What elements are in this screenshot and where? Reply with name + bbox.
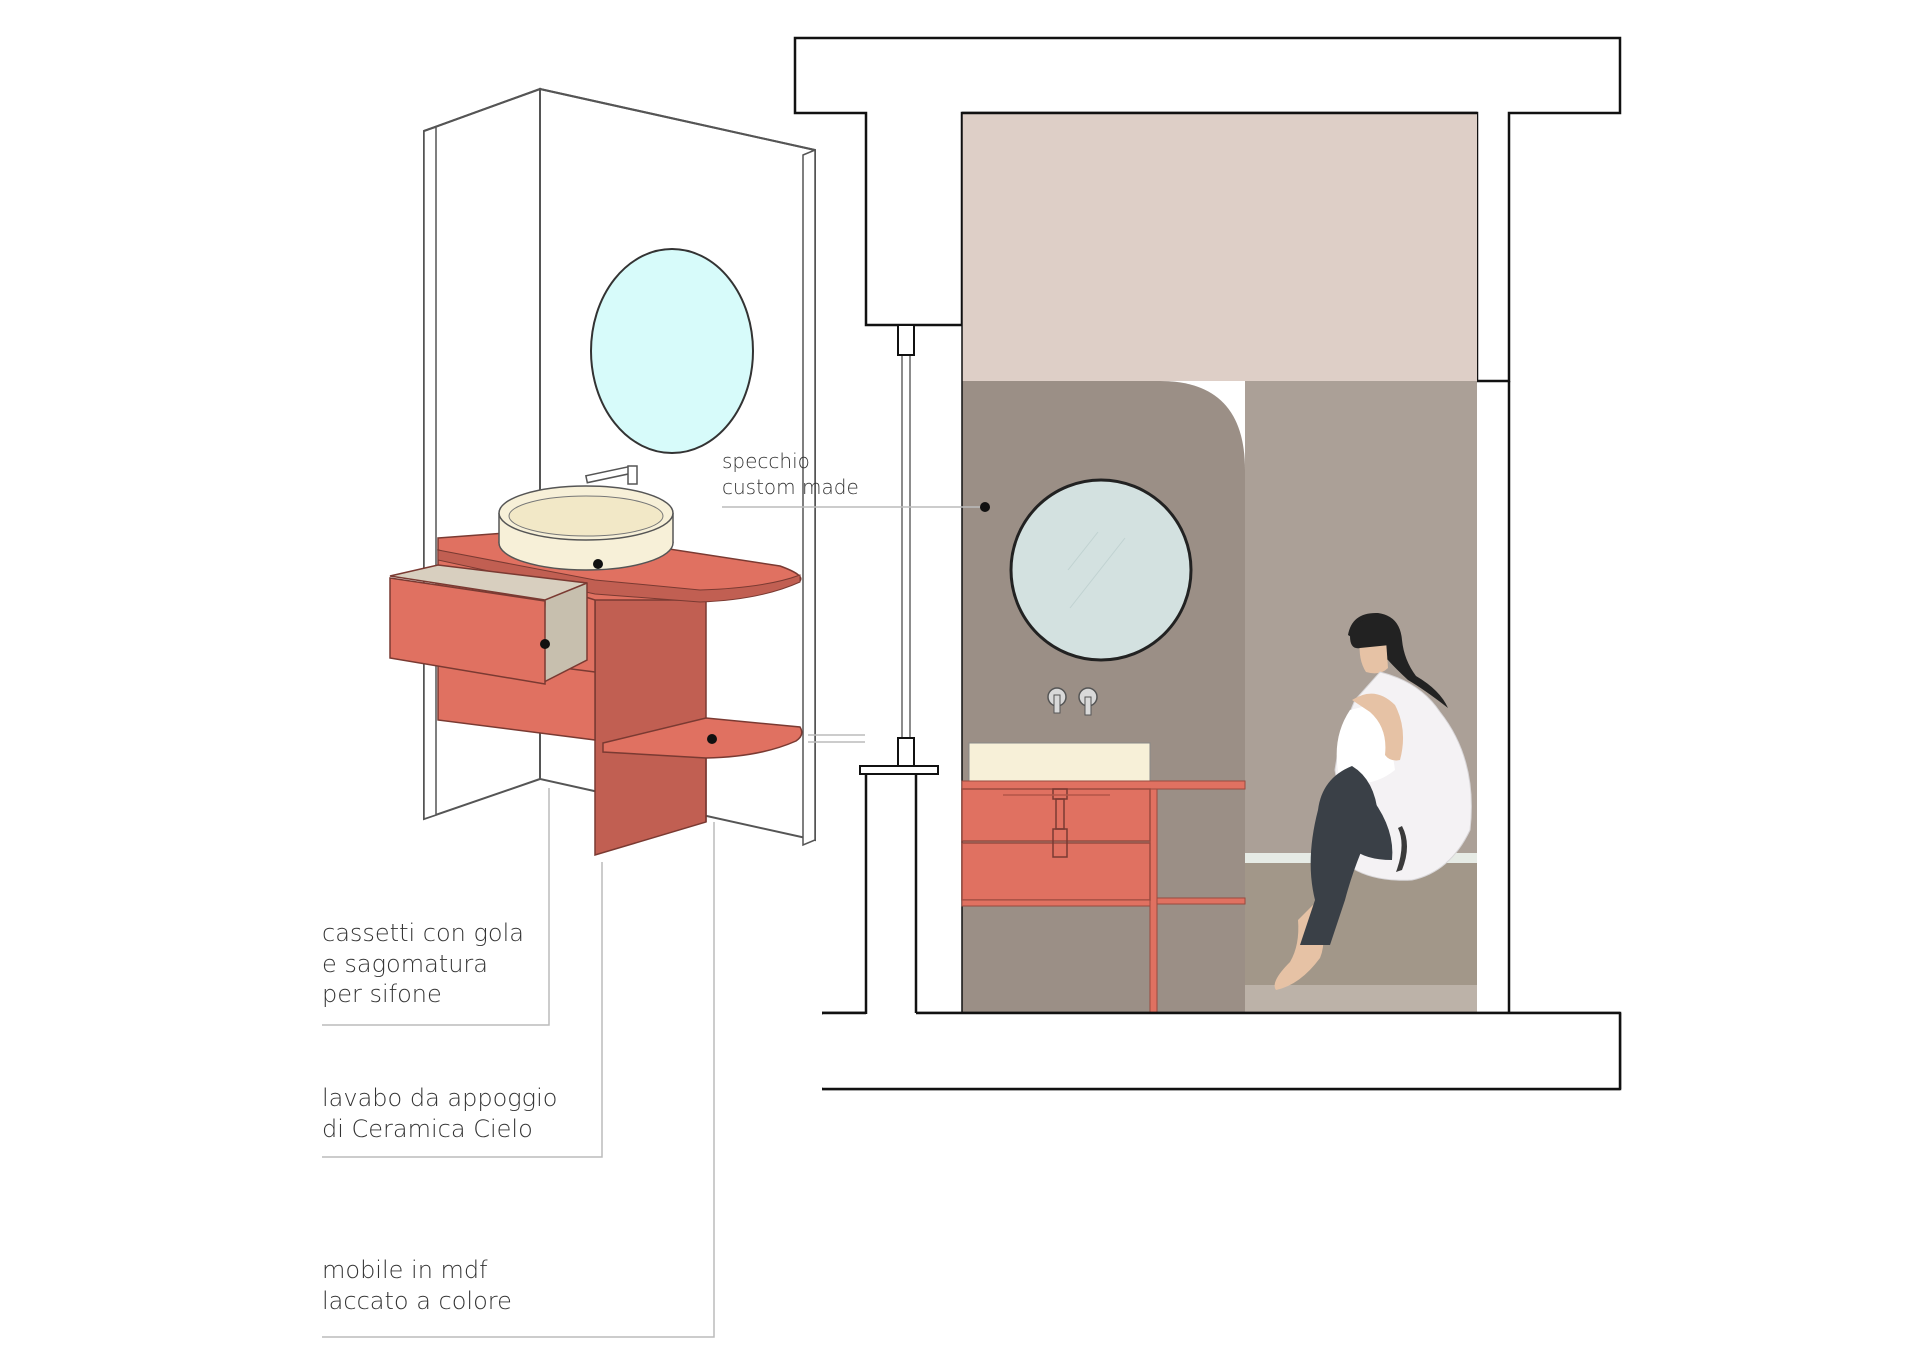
- drawer-dot: [540, 639, 550, 649]
- axon-top-edge-2: [539, 88, 816, 151]
- leader-basin: [322, 862, 603, 1158]
- jamb-block-top: [897, 324, 915, 356]
- axon-round-mirror: [590, 248, 754, 454]
- label-cabinet: mobile in mdf laccato a colore: [322, 1255, 512, 1316]
- wall-upper: [962, 113, 1477, 381]
- label-basin-line-1: lavabo da appoggio: [322, 1084, 558, 1112]
- label-drawers: cassetti con gola e sagomatura per sifon…: [322, 918, 524, 1010]
- wall-mixer-icon: [1047, 687, 1098, 716]
- floor-strip: [1245, 985, 1477, 1013]
- section-left-wall: [822, 774, 868, 1015]
- leader-drawers: [322, 788, 550, 1026]
- vanity-top-edge: [437, 549, 801, 603]
- section-leg: [1149, 788, 1158, 1014]
- label-drawers-line-2: e sagomatura: [322, 949, 488, 978]
- slab-fill: [823, 1014, 1619, 1088]
- siphon-icon: [1003, 788, 1110, 858]
- sill: [859, 765, 939, 775]
- wall-lower-tall: [962, 381, 1245, 1013]
- section-countertop: [961, 780, 1246, 790]
- label-drawers-line-1: cassetti con gola: [322, 919, 524, 947]
- leader-lines: [322, 734, 865, 1338]
- basin-dot: [593, 559, 603, 569]
- section-cabinet-base: [961, 899, 1151, 907]
- label-basin: lavabo da appoggio di Ceramica Cielo: [322, 1083, 557, 1144]
- axon-top-edge: [423, 88, 541, 132]
- cabinet-dot: [707, 734, 717, 744]
- section-view: [722, 36, 1622, 1091]
- leader-cabinet: [322, 822, 715, 1338]
- section-drawer-bottom: [961, 842, 1151, 901]
- axon-left-wall-edge: [423, 125, 437, 821]
- label-mirror-line-1: specchio: [722, 449, 810, 473]
- label-cabinet-line-1: mobile in mdf: [322, 1256, 488, 1284]
- label-mirror-line-2: custom made: [722, 474, 859, 499]
- faucet-icon: [584, 465, 638, 485]
- jamb-block-bottom: [897, 737, 915, 767]
- mirror-glint-2: [1069, 537, 1126, 609]
- drawer-side: [389, 564, 588, 601]
- section-round-mirror: [1009, 478, 1193, 662]
- countertop-basin: [498, 485, 674, 571]
- drawer-front[interactable]: [389, 577, 546, 685]
- mirror-glint: [1067, 531, 1099, 571]
- mirror-dot: [980, 502, 990, 512]
- person-figure-icon: [1274, 612, 1472, 990]
- vanity-lower-shelf: [602, 717, 803, 759]
- section-shelf: [1149, 897, 1246, 905]
- label-drawers-line-3: per sifone: [322, 980, 442, 1009]
- axonometric-view: [389, 87, 816, 857]
- label-basin-line-2: di Ceramica Cielo: [322, 1114, 533, 1143]
- axon-back-wall-edge: [802, 148, 816, 847]
- vanity-leg-panel: [594, 569, 707, 857]
- label-cabinet-line-2: laccato a colore: [322, 1286, 512, 1315]
- section-basin: [968, 742, 1151, 782]
- label-mirror: specchio custom made: [722, 449, 859, 500]
